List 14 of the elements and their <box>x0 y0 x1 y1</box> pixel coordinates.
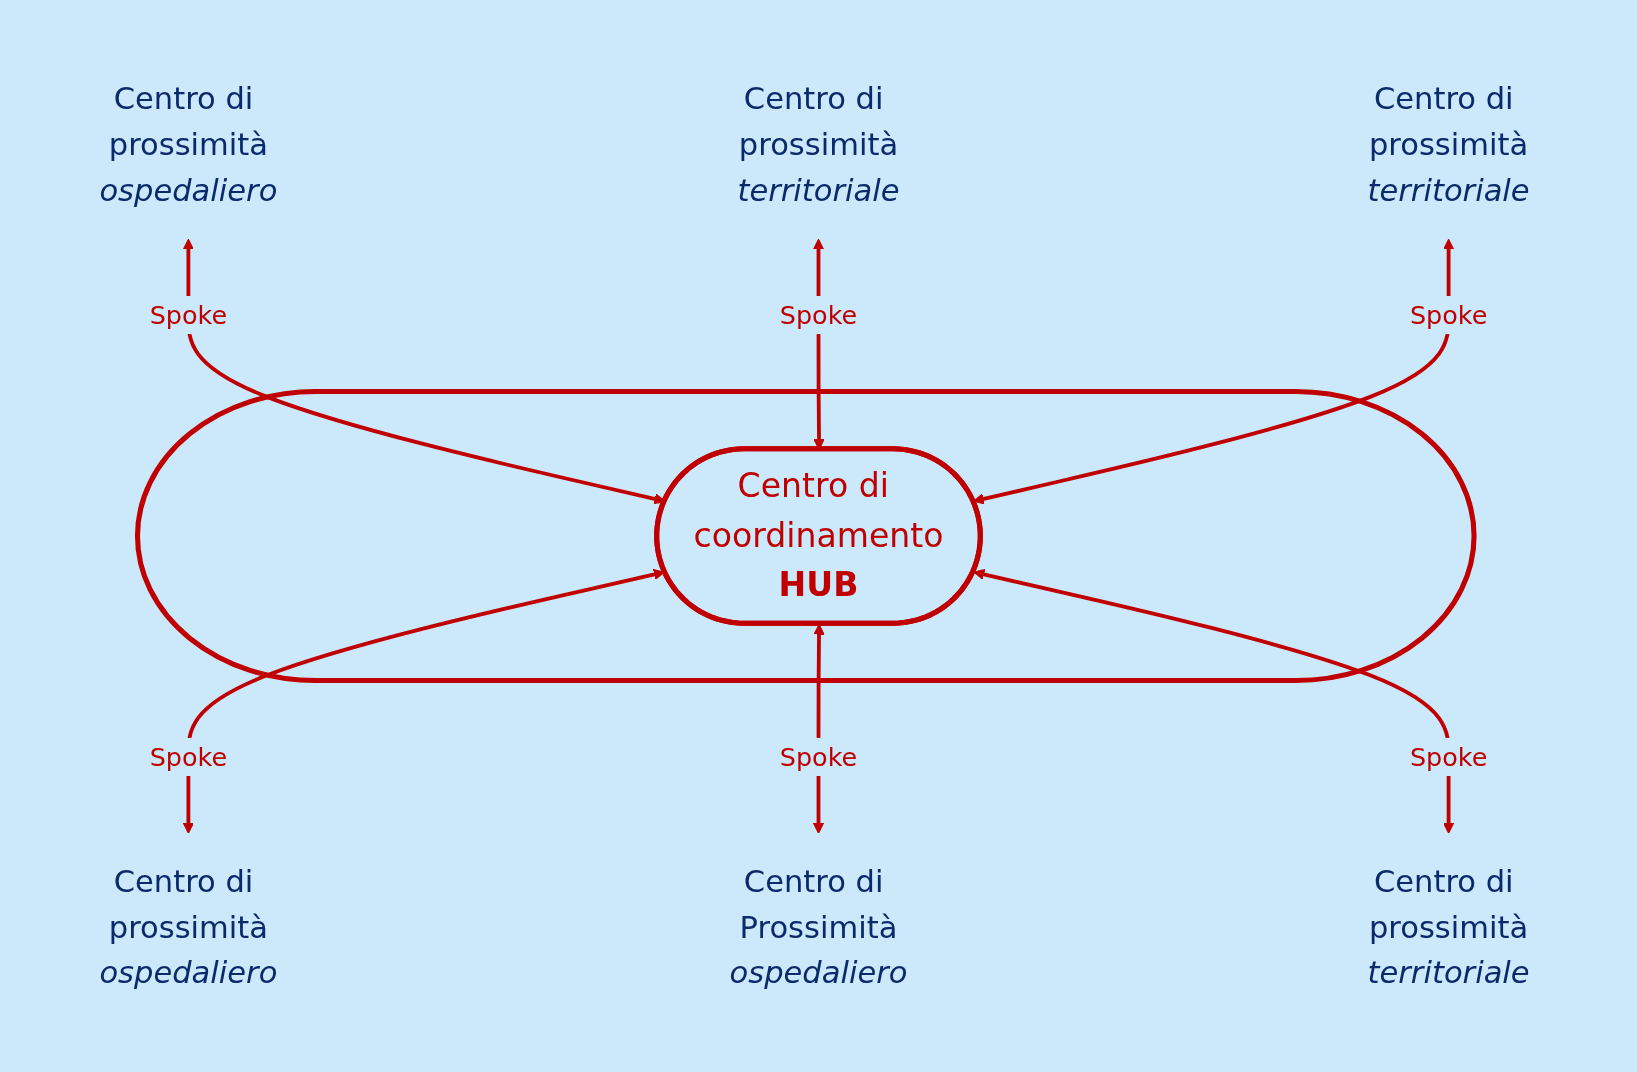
node-text: Centro di prossimità territoriale <box>737 80 900 209</box>
edge-label: Spoke <box>149 299 228 331</box>
node-text: Centro di Prossimità ospedaliero <box>729 863 908 992</box>
edge-label: Spoke <box>1409 741 1488 773</box>
edge-label: Spoke <box>779 741 858 773</box>
edge-label: Spoke <box>779 299 858 331</box>
edge-label: Spoke <box>1409 299 1488 331</box>
arrow <box>182 568 665 834</box>
node-text: Centro di prossimità ospedaliero <box>99 80 278 209</box>
arrow <box>973 568 1455 834</box>
node-text: Centro di prossimità ospedaliero <box>99 863 278 992</box>
edge-label: Spoke <box>149 741 228 773</box>
node-text: Centro di prossimità territoriale <box>1367 863 1530 992</box>
node-text: Centro di prossimità territoriale <box>1367 80 1530 209</box>
